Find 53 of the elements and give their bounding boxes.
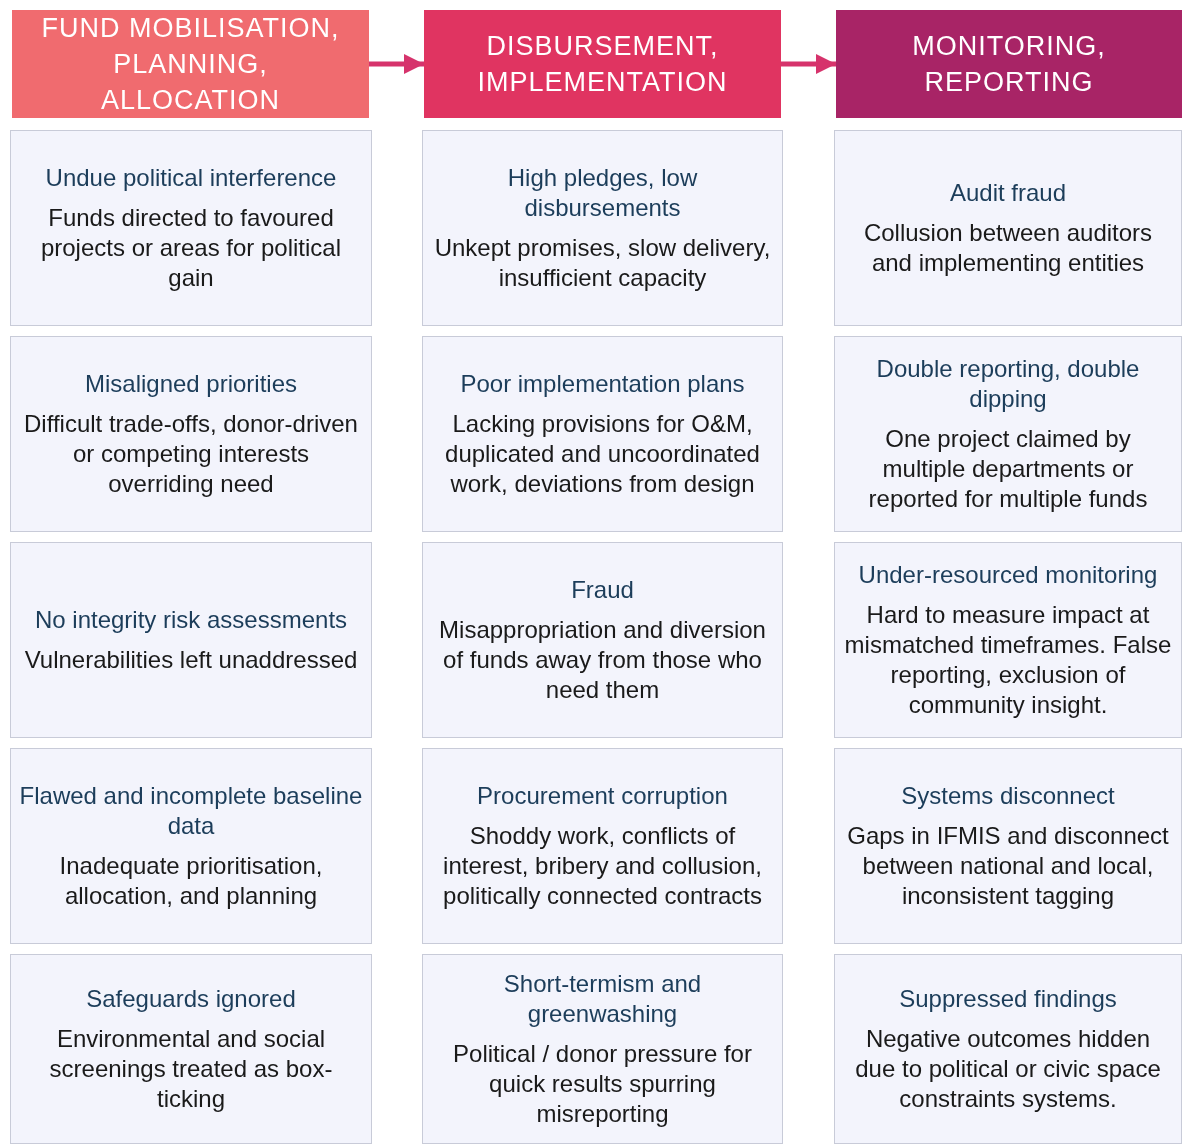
risk-title: Poor implementation plans — [460, 369, 745, 399]
risk-title: Undue political interference — [45, 163, 337, 193]
risk-card — [422, 748, 783, 944]
stage-header — [12, 10, 369, 118]
stage-title: DISBURSEMENT, IMPLEMENTATION — [476, 30, 729, 99]
risk-description: Misappropriation and diversion of funds away from those who need them — [438, 615, 767, 705]
risk-card — [834, 748, 1182, 944]
risk-description: Gaps in IFMIS and disconnect between national and local, inconsistent tagging — [846, 821, 1170, 911]
risk-title: Misaligned priorities — [84, 369, 298, 399]
risk-title: Audit fraud — [949, 178, 1067, 208]
risk-card — [834, 542, 1182, 738]
risk-title: Double reporting, double dipping — [875, 354, 1141, 414]
risk-title: Procurement corruption — [477, 781, 728, 811]
risk-title: Safeguards ignored — [86, 984, 296, 1014]
risk-description: Unkept promises, slow delivery, insufficient capacity — [433, 233, 772, 293]
risk-title: Fraud — [571, 575, 634, 605]
risk-description: Difficult trade-offs, donor-driven or competing interests overriding need — [23, 409, 359, 499]
risk-title: Under-resourced monitoring — [858, 560, 1158, 590]
stage-header — [424, 10, 781, 118]
risk-title: High pledges, low disbursements — [506, 163, 699, 223]
risk-description: Collusion between auditors and implementing entities — [862, 218, 1154, 278]
risk-description: Lacking provisions for O&M, duplicated and uncoordinated work, deviations from design — [444, 409, 761, 499]
risk-card — [10, 130, 372, 326]
risk-description: Hard to measure impact at mismatched timeframes. False reporting, exclusion of community insight. — [843, 600, 1173, 720]
risk-card — [834, 954, 1182, 1144]
arrow — [369, 54, 424, 74]
risk-title: Flawed and incomplete baseline data — [19, 781, 363, 841]
risk-card — [422, 336, 783, 532]
risk-description: Shoddy work, conflicts of interest, bribery and collusion, politically connected contracts — [442, 821, 763, 911]
stage-title: MONITORING, REPORTING — [911, 30, 1107, 99]
risk-description: Political / donor pressure for quick results spurring misreporting — [452, 1039, 753, 1129]
risk-title: Systems disconnect — [901, 781, 1115, 811]
risk-card — [422, 954, 783, 1144]
stage-header — [836, 10, 1182, 118]
risk-description: Negative outcomes hidden due to political or civic space constraints systems. — [854, 1024, 1162, 1114]
risk-title: Suppressed findings — [899, 984, 1117, 1014]
risk-description: Funds directed to favoured projects or areas for political gain — [39, 203, 343, 293]
stage-title: FUND MOBILISATION, PLANNING, ALLOCATION — [40, 12, 341, 117]
risk-title: No integrity risk assessments — [34, 605, 348, 635]
risk-card — [10, 336, 372, 532]
risk-card — [10, 954, 372, 1144]
risk-description: One project claimed by multiple departments or reported for multiple funds — [867, 424, 1149, 514]
risk-description: Inadequate prioritisation, allocation, and planning — [58, 851, 324, 911]
risk-card — [422, 130, 783, 326]
risk-card — [834, 130, 1182, 326]
risk-card — [10, 542, 372, 738]
risk-card — [422, 542, 783, 738]
risk-title: Short-termism and greenwashing — [502, 969, 703, 1029]
risk-description: Environmental and social screenings treated as box-ticking — [48, 1024, 334, 1114]
arrow — [781, 54, 836, 74]
risk-card — [10, 748, 372, 944]
risk-card — [834, 336, 1182, 532]
risk-description: Vulnerabilities left unaddressed — [24, 645, 358, 675]
